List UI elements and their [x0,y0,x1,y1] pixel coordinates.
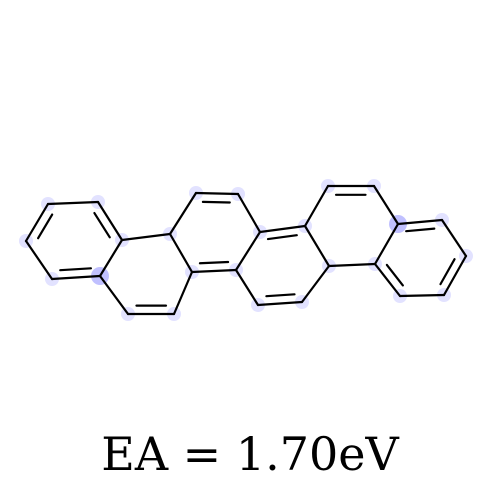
double-bond-line [93,211,111,239]
double-bond-line [405,227,436,233]
bond-line [168,191,198,236]
bond-line [300,264,331,304]
bond-line [120,232,172,242]
double-bond-line [198,260,230,265]
bond-line [24,239,54,281]
bond-line [50,274,102,281]
bond-line [194,191,240,196]
bond-line [24,202,50,243]
bond-line [256,300,304,307]
bond-line [98,238,124,278]
double-bond-line [201,200,231,204]
bond-line [258,224,307,234]
bond-line [440,218,468,258]
bond-line [373,262,402,298]
double-bond-line [265,293,296,298]
bond-line [236,192,262,234]
double-bond-line [59,267,93,272]
bond-layer [24,184,468,316]
bond-line [98,274,130,316]
bond-line [46,200,100,206]
double-bond-line [385,263,404,287]
bond-line [303,224,331,268]
atom-highlight-layer [19,179,473,321]
bond-line [373,222,400,266]
bond-line [327,262,377,268]
double-bond-line [266,234,298,241]
bond-line [372,184,400,226]
bond-line [396,218,444,226]
double-bond-line [37,213,54,240]
electron-affinity-label: EA = 1.70eV [101,427,399,481]
bond-line [442,254,468,297]
bond-line [172,270,194,316]
bond-line [303,184,330,228]
bond-line [234,230,262,272]
double-bond-line [439,258,456,286]
bond-line [398,293,446,298]
bond-line [234,268,260,307]
bond-line [168,232,194,274]
bond-line [96,200,124,242]
bond-line [190,268,238,274]
